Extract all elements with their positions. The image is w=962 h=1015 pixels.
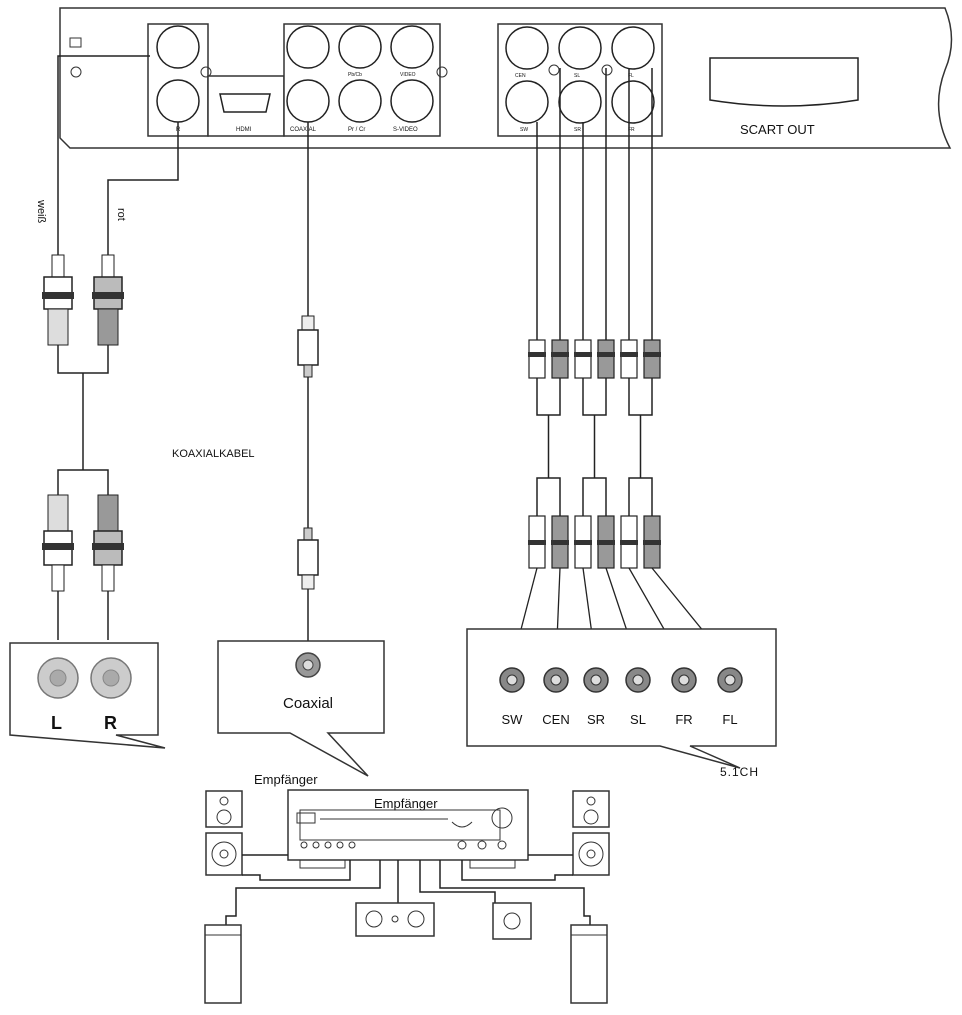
five-one-label: 5.1CH <box>720 765 759 779</box>
panel-label-sl: SL <box>574 73 580 79</box>
rca-plug-white-top <box>42 254 74 346</box>
audio-l-jack <box>156 25 200 69</box>
rca-plug-red-top <box>92 254 124 346</box>
jack-s-video <box>390 79 434 123</box>
empfaenger-device-label: Empfänger <box>374 796 438 811</box>
panel-label-s-video: S-VIDEO <box>393 127 418 133</box>
speaker-front-left-icon <box>205 790 243 876</box>
rca-plug-top <box>597 339 615 379</box>
jack-sw-icon <box>499 667 525 693</box>
rca-plug-top <box>551 339 569 379</box>
channel-label-sw: SW <box>502 712 524 727</box>
scart-port-icon <box>709 57 859 107</box>
jack-y <box>286 25 330 69</box>
rca-plug-top <box>574 339 592 379</box>
empfaenger-title: Empfänger <box>254 772 318 787</box>
jack-r-icon <box>90 657 132 699</box>
panel-label-coaxial: COAXIAL <box>290 127 317 133</box>
channel-label-fl: FL <box>722 712 737 727</box>
jack-pr <box>338 79 382 123</box>
rca-plug-top <box>620 339 638 379</box>
jack-video <box>390 25 434 69</box>
hdmi-block: HDMI <box>207 75 285 137</box>
jack-sr <box>558 80 602 124</box>
channel-label-sl: SL <box>630 712 646 727</box>
coaxial-plug-top <box>297 315 319 378</box>
surround-out-block: CEN SL FL SW SR FR <box>497 23 663 137</box>
rca-plug-white-bottom <box>42 494 74 592</box>
panel-label-hdmi: HDMI <box>236 127 252 133</box>
coaxial-plug-bottom <box>297 527 319 590</box>
surround-cable-bundle <box>511 68 731 665</box>
weiss-label: weiß <box>35 199 47 224</box>
jack-sw <box>505 80 549 124</box>
stereo-cable-joint <box>57 345 109 495</box>
video-block: Pb/Cb VIDEO COAXIAL Pr / Cr S-VIDEO <box>283 23 448 137</box>
rca-plug-top <box>528 339 546 379</box>
panel-label-video: VIDEO <box>400 72 416 78</box>
speaker-center-icon <box>355 902 435 937</box>
jack-sl <box>558 26 602 70</box>
r-label: R <box>104 713 117 733</box>
subwoofer-icon <box>492 902 532 940</box>
panel-hole-icon <box>70 66 82 78</box>
panel-screw-icon <box>69 37 82 48</box>
panel-label-fr: FR <box>628 127 635 133</box>
jack-sr-icon <box>583 667 609 693</box>
panel-label-sw: SW <box>520 127 528 133</box>
panel-label-cen: CEN <box>515 73 526 79</box>
jack-fr-icon <box>671 667 697 693</box>
speaker-front-right-icon <box>572 790 610 876</box>
channel-label-fr: FR <box>675 712 692 727</box>
hdmi-port-icon <box>219 93 271 113</box>
scart-out-label: SCART OUT <box>740 122 815 137</box>
coaxial-label: Coaxial <box>283 695 333 712</box>
panel-label-cb: Pb/Cb <box>348 72 362 78</box>
volume-knob-icon <box>491 807 513 829</box>
jack-cen-icon <box>543 667 569 693</box>
receiver-device: Empfänger <box>287 789 529 869</box>
surround-jack-row: SW CEN SR SL FR FL <box>499 667 743 727</box>
panel-label-sr: SR <box>574 127 581 133</box>
coaxial-input-callout <box>217 640 385 777</box>
l-label: L <box>51 713 62 733</box>
jack-fl <box>611 26 655 70</box>
rot-label: rot <box>115 208 127 221</box>
white-cable <box>57 55 150 255</box>
speaker-rear-left-icon <box>204 924 242 1004</box>
jack-cb <box>338 25 382 69</box>
panel-label-fl: FL <box>628 73 634 79</box>
surround-input-callout <box>466 628 777 769</box>
jack-fl-icon <box>717 667 743 693</box>
koaxialkabel-label: KOAXIALKABEL <box>172 448 255 460</box>
jack-cen <box>505 26 549 70</box>
red-cable <box>107 122 179 255</box>
channel-label-cen: CEN <box>542 712 569 727</box>
speaker-wiring <box>225 854 591 925</box>
jack-fr <box>611 80 655 124</box>
speaker-rear-right-icon <box>570 924 608 1004</box>
audio-out-block: R <box>147 23 212 137</box>
rca-plug-top <box>643 339 661 379</box>
lr-input-callout <box>9 642 166 749</box>
jack-l-icon <box>37 657 79 699</box>
panel-label-pr-cr: Pr / Cr <box>348 127 365 133</box>
coaxial-jack-icon <box>295 652 321 678</box>
channel-label-sr: SR <box>587 712 605 727</box>
jack-sl-icon <box>625 667 651 693</box>
rca-plug-red-bottom <box>92 494 124 592</box>
